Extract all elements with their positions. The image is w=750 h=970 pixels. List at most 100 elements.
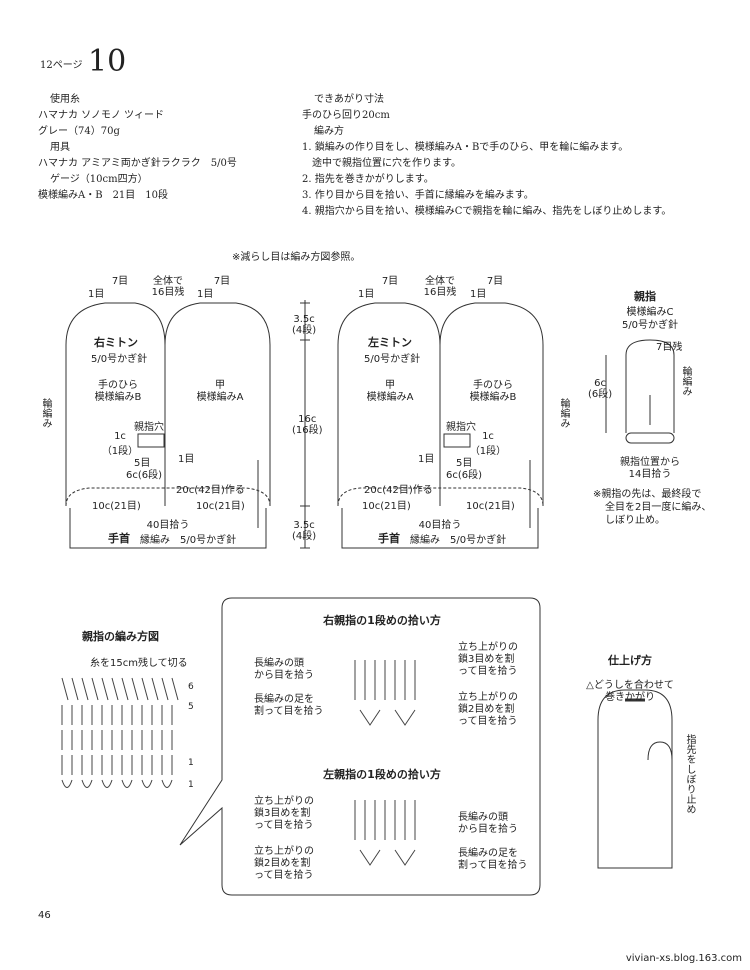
thumb-hook: 5/0号かぎ針 [621,320,679,331]
right-mitten-cuff [69,508,267,549]
right-right-pattern: 模様編みA [196,392,244,403]
right-width-left: 10c(21目) [92,501,141,512]
right-top-right-one: 1目 [197,289,214,300]
thumb-side: 輪編み [680,366,691,396]
right-width-right: 10c(21目) [196,501,245,512]
right-pickup-title: 右親指の1段めの拾い方 [323,614,441,627]
left-thumb-hole [443,433,471,448]
thumb-chart-cut-note: 糸を15cm残して切る [90,658,188,669]
left-width-right: 10c(21目) [466,501,515,512]
left-pickup-l2: 立ち上がりの鎖2目めを割って目を拾う [254,846,314,881]
left-right-label: 手のひら [473,380,513,391]
yarn-heading: 使用糸 [50,94,80,105]
left-left-label: 甲 [385,380,395,391]
right-top-left-one: 1目 [88,289,105,300]
pickup-crochet-symbols [354,660,416,866]
right-mitten-hook: 5/0号かぎ針 [91,354,148,365]
yarn-color: グレー（74）70g [38,126,120,137]
left-top-right-one: 1目 [470,289,487,300]
pickup-callout-box [179,597,541,896]
gauge-value: 模様編みA・B 21目 10段 [38,190,169,201]
right-pickup-r1: 立ち上がりの鎖3目めを割って目を拾う [458,642,518,677]
tools-name: ハマナカ アミアミ両かぎ針ラクラク 5/0号 [38,158,237,169]
dim-middle: 16c(16段) [292,414,323,436]
right-thumb-one: 1目 [178,454,195,465]
size-value: 手のひら回り20cm [302,110,390,121]
method-step: 3. 作り目から目を拾い、手首に縁編みを編みます。 [302,190,534,201]
method-step: 4. 親指穴から目を拾い、模様編みCで親指を輪に編み、指先をしぼり止めします。 [302,206,672,217]
left-mitten-hook: 5/0号かぎ針 [364,354,421,365]
right-cuff-detail: 縁編み 5/0号かぎ針 [140,535,237,546]
method-step: 1. 鎖編みの作り目をし、模様編みA・Bで手のひら、甲を輪に編みます。 [302,142,629,153]
size-heading: できあがり寸法 [314,94,384,105]
method-step: 途中で親指位置に穴を作ります。 [312,158,461,169]
left-pickup-r2: 長編みの足を割って目を拾う [458,848,528,871]
left-pickup-title: 左親指の1段めの拾い方 [323,768,441,781]
left-thumb-six: 6c(6段) [446,470,483,481]
right-thumb-rows: （1段） [101,446,139,457]
thumb-pickup-2: 14目拾う [628,469,672,480]
left-cuff-detail: 縁編み 5/0号かぎ針 [410,535,507,546]
dim-top: 3.5c(4段) [292,314,317,336]
decrease-note: ※減らし目は編み方図参照。 [232,252,361,263]
right-pickup-l1: 長編みの頭から目を拾う [254,658,314,681]
left-mitten-cuff [341,508,539,549]
method-block: できあがり寸法 手のひら回り20cm 編み方 1. 鎖編みの作り目をし、模様編み… [302,92,671,220]
thumb-pattern: 模様編みC [626,307,674,318]
left-pickup-l1: 立ち上がりの鎖3目めを割って目を拾う [254,796,314,831]
left-thumb-rows: （1段） [469,446,507,457]
left-mitten-left-panel [337,302,441,506]
thumb-title: 親指 [634,290,656,303]
chart-row-label: 1 [188,758,194,768]
finish-note-1: △どうしを合わせて [586,680,674,691]
finish-mitten-outline [597,689,673,869]
right-mitten-chain [65,487,271,507]
left-thumb-five: 5目 [456,458,473,469]
chart-row-label: 1 [188,780,194,790]
thumb-pickup-1: 親指位置から [620,457,680,468]
page-number: 46 [38,910,51,921]
page-reference: 12ページ [40,60,83,71]
left-mitten-right-panel [439,302,544,506]
right-mitten-left-panel [65,302,166,506]
right-mitten-right-panel [164,302,271,506]
left-pickup: 40目拾う [418,520,462,531]
finish-thumb [647,741,673,761]
right-right-label: 甲 [215,380,225,391]
tools-heading: 用具 [50,142,70,153]
right-cuff: 手首 [108,532,130,545]
left-top-left-one: 1目 [358,289,375,300]
right-thumb-hole [137,433,165,448]
right-thumb-w: 1c [114,431,126,442]
right-side-label: 輪編み [40,398,51,428]
watermark: vivian-xs.blog.163.com [625,953,742,964]
right-left-label: 手のひら [98,380,138,391]
left-top-right-count: 7目 [486,276,504,287]
pattern-number: 10 [88,44,127,79]
left-mitten-title: 左ミトン [368,336,412,349]
right-top-right-count: 7目 [213,276,231,287]
right-chain: 20c(42目)作る [176,485,245,496]
left-top-left-count: 7目 [381,276,399,287]
method-step: 2. 指先を巻きかがりします。 [302,174,434,185]
gauge-heading: ゲージ（10cm四方） [50,174,148,185]
right-pickup-r2: 立ち上がりの鎖2目めを割って目を拾う [458,692,518,727]
left-right-pattern: 模様編みB [469,392,517,403]
thumb-outline [625,339,675,433]
materials-block: 使用糸 ハマナカ ソノモノ ツィード グレー（74）70g 用具 ハマナカ アミ… [38,92,237,204]
right-mitten-title: 右ミトン [94,336,138,349]
left-pickup-r1: 長編みの頭から目を拾う [458,812,518,835]
thumb-remain: 7目残 [656,342,683,353]
thumb-chart-title: 親指の編み方図 [82,630,159,643]
right-thumb-six: 6c(6段) [126,470,163,481]
left-thumb-w: 1c [482,431,494,442]
yarn-name: ハマナカ ソノモノ ツィード [38,110,165,121]
right-left-pattern: 模様編みB [94,392,142,403]
finish-note-2: 巻きかがり [605,692,655,703]
left-chain: 20c(42目)作る [364,485,433,496]
left-thumb-one: 1目 [418,454,435,465]
right-pickup: 40目拾う [146,520,190,531]
right-thumb-five: 5目 [134,458,151,469]
